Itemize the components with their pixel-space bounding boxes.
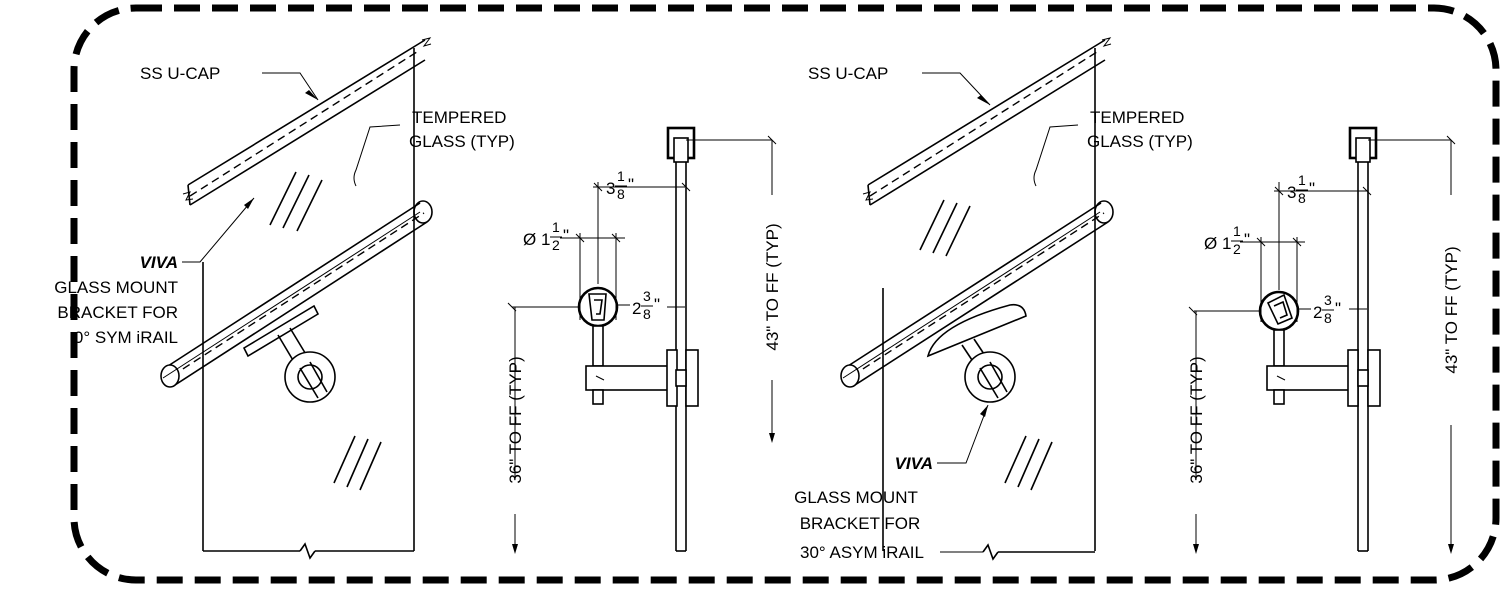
glass-hatch [919,199,1053,491]
dim-offset-num: 1 [617,168,625,184]
leaders [922,72,1095,561]
dim-drop-num: 3 [1324,292,1332,308]
dim-offset-den: 8 [617,186,625,202]
glass-label-line1: TEMPERED [412,108,506,127]
glass-label-line2: GLASS (TYP) [409,132,515,151]
bracket-section [1266,329,1381,407]
dim-offset: 3 1 8 " [606,168,634,202]
dim-diameter-prefix: Ø 1 [1204,234,1231,253]
height-cap-label: 43" TO FF (TYP) [1442,246,1461,373]
bracket-label-line1: GLASS MOUNT [794,488,918,507]
bracket-brand-label: VIVA [140,253,178,272]
dim-offset-inch: " [628,175,634,194]
dim-drop: 2 3 8 " [1313,292,1341,326]
handrail [160,200,433,388]
dim-offset-whole: 3 [1287,183,1296,202]
glass-mount-bracket [242,304,336,403]
dim-offset: 3 1 8 " [1287,172,1315,206]
leaders [182,72,401,263]
dim-offset-inch: " [1309,179,1315,198]
dim-diameter-num: 1 [1233,223,1241,239]
dim-drop: 2 3 8 " [632,288,660,322]
dim-diameter-num: 1 [552,219,560,235]
bracket-brand-label: VIVA [895,454,933,473]
bracket-label-line2: BRACKET FOR [57,303,178,322]
u-cap-label: SS U-CAP [808,64,888,83]
glass-panel [882,48,1096,551]
dim-drop-inch: " [654,295,660,314]
u-cap-section [666,126,696,163]
glass-panel [202,48,415,560]
dim-diameter-inch: " [563,226,569,245]
dim-offset-num: 1 [1298,172,1306,188]
u-cap-section [1348,126,1378,163]
dim-drop-den: 8 [643,306,651,322]
dim-diameter-den: 2 [552,237,560,253]
dim-drop-den: 8 [1324,310,1332,326]
left-section: 3 1 8 " Ø 1 1 2 " 2 3 8 " 43" TO FF (TYP… [506,126,782,554]
bracket-label-line3: 30° ASYM iRAIL [800,543,924,562]
right-elevation: SS U-CAP TEMPERED GLASS (TYP) VIVA GLASS… [794,37,1193,562]
u-cap-label: SS U-CAP [140,64,220,83]
dim-drop-whole: 2 [632,299,641,318]
dim-offset-whole: 3 [606,179,615,198]
bracket-label-line2: BRACKET FOR [800,514,921,533]
glass-mount-bracket [926,303,1027,403]
height-cap-label: 43" TO FF (TYP) [763,223,782,350]
dim-drop-num: 3 [643,288,651,304]
handrail-section [1258,290,1300,332]
u-cap [182,37,432,206]
handrail-section [577,286,619,328]
dimension-lines [507,135,777,554]
dim-diameter-den: 2 [1233,241,1241,257]
dashed-border [70,4,1500,584]
height-rail-label: 36" TO FF (TYP) [506,356,525,483]
dim-offset-den: 8 [1298,190,1306,206]
left-elevation: SS U-CAP TEMPERED GLASS (TYP) VIVA GLASS… [54,37,515,560]
dim-diameter: Ø 1 1 2 " [1204,223,1250,257]
glass-label-line1: TEMPERED [1090,108,1184,127]
dim-diameter: Ø 1 1 2 " [523,219,569,253]
right-section: 3 1 8 " Ø 1 1 2 " 2 3 8 " 43" TO FF (TYP… [1187,126,1461,554]
dim-diameter-prefix: Ø 1 [523,230,550,249]
dim-drop-inch: " [1335,299,1341,318]
dim-diameter-inch: " [1244,230,1250,249]
u-cap [862,37,1112,206]
glass-label-line2: GLASS (TYP) [1087,132,1193,151]
bracket-section [585,325,699,407]
dimension-lines [1188,135,1456,554]
bracket-label-line1: GLASS MOUNT [54,278,178,297]
glass-hatch [269,171,382,491]
bracket-label-line3: 0° SYM iRAIL [74,328,178,347]
dim-drop-whole: 2 [1313,303,1322,322]
height-rail-label: 36" TO FF (TYP) [1187,356,1206,483]
handrail [840,200,1114,388]
